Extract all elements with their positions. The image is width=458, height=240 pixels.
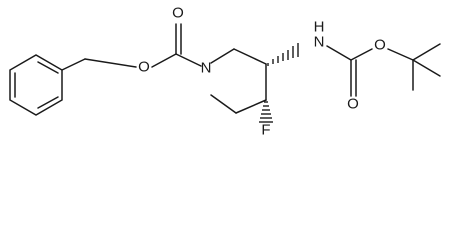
benzene-ring [9, 54, 63, 116]
atom-label-h-amide: H [314, 19, 325, 36]
hashed-wedge-bond-f [259, 101, 273, 123]
atom-label-o-boc-carbonyl: O [347, 96, 359, 113]
benzyl-linker [61, 58, 137, 71]
atom-label-o-ester: O [138, 59, 150, 76]
piperidine-ring [210, 48, 267, 114]
atom-label-n-amide: N [314, 34, 325, 51]
atom-label-n-ring: N [201, 60, 212, 77]
cbz-carbamate-bonds [151, 23, 202, 68]
boc-group-bonds [326, 43, 441, 97]
atom-label-o-carbonyl: O [172, 5, 184, 22]
atom-label-fluorine: F [261, 122, 270, 139]
atom-label-o-boc-ether: O [374, 37, 386, 54]
hashed-wedge-bond-nh [267, 43, 299, 66]
chemical-structure: O O N N H O O F [9, 5, 441, 139]
